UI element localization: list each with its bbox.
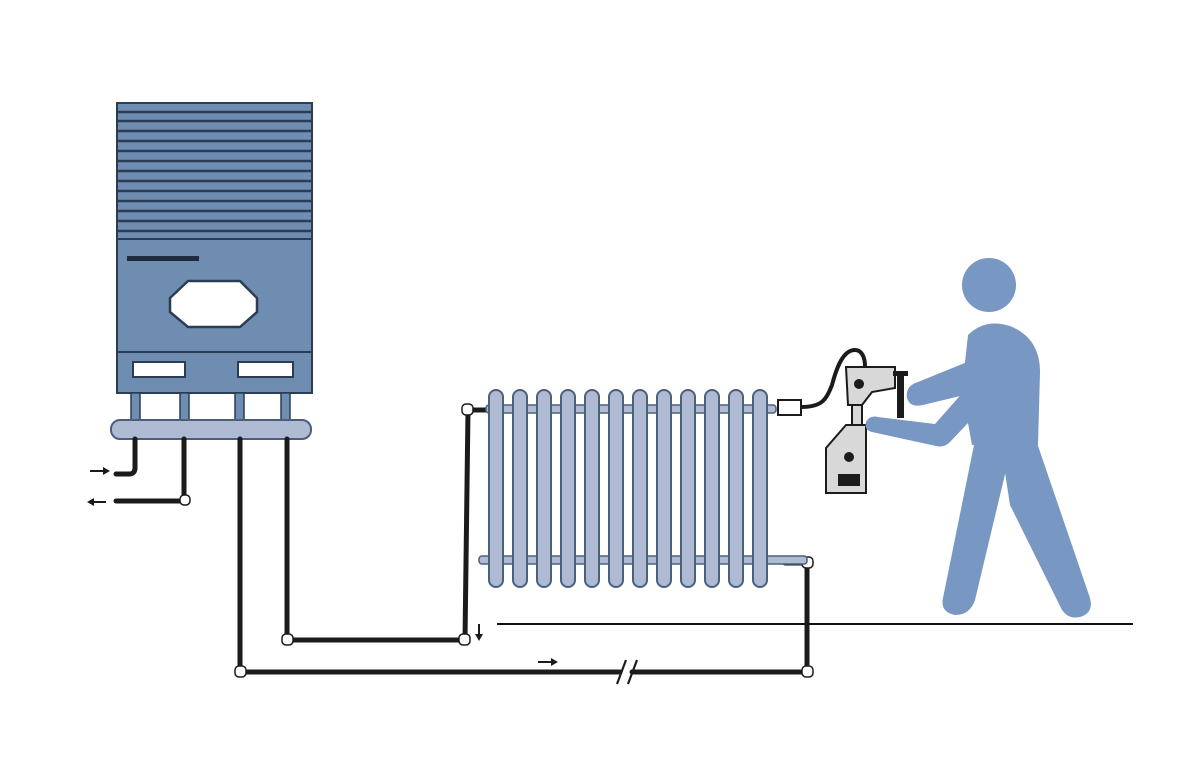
pump-gauge-dot (844, 452, 854, 462)
boiler-inlet-pipe (113, 436, 138, 477)
manifold-pipe (110, 419, 312, 440)
right-arrow (538, 658, 558, 666)
boiler (110, 102, 313, 440)
boiler-control-strip (127, 256, 199, 261)
person-torso (962, 323, 1040, 445)
person-figure (865, 258, 1091, 618)
boiler-louver-stripes (117, 110, 312, 233)
left-arrow (87, 498, 106, 506)
person-head (962, 258, 1016, 312)
pump-head-dot (854, 379, 864, 389)
radiator-fins (488, 389, 768, 588)
radiator-valve-connector (777, 399, 802, 416)
person-arm-lower (865, 390, 985, 447)
radiator (478, 389, 808, 588)
pipe-joints (179, 403, 814, 678)
pump-handle-cap (893, 371, 908, 376)
boiler-window (168, 279, 259, 329)
pump-handle (897, 374, 904, 418)
person-leg-right (1000, 440, 1091, 618)
pump-head (844, 366, 896, 406)
boiler-slot-left (132, 361, 186, 378)
person-leg-left (942, 440, 1012, 615)
supply-pipe (284, 407, 492, 643)
pipe-break-symbol (615, 659, 639, 685)
boiler-slot-right (237, 361, 294, 378)
boiler-pipe-stubs (130, 392, 291, 422)
radiator-top-header (485, 404, 777, 414)
pump-hose (800, 347, 867, 409)
pipework (113, 407, 810, 675)
down-arrow (475, 624, 483, 641)
pump-neck (851, 404, 863, 428)
flow-arrows (87, 467, 558, 666)
pump-tank-label (838, 474, 860, 486)
flush-pump (800, 347, 908, 494)
boiler-outlet-pipe (113, 436, 187, 504)
right-arrow (90, 467, 110, 475)
